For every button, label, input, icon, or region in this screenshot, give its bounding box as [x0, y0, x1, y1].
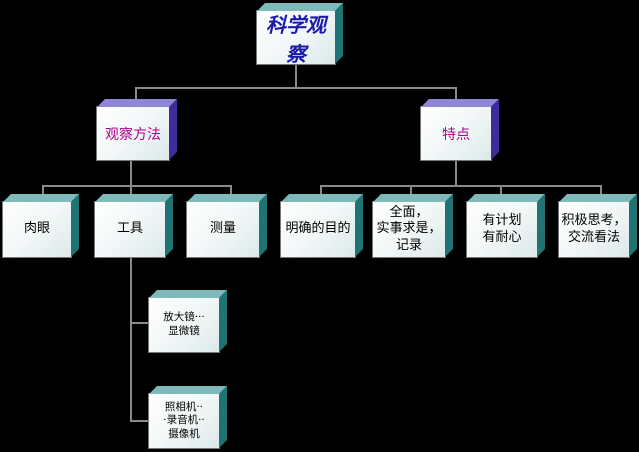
factual-label: 全面， 实事求是， 记录 [376, 205, 442, 253]
tools-node: 工具 [94, 201, 166, 258]
thinking-label: 积极思考， 交流看法 [561, 213, 627, 245]
connector-features-stem [455, 161, 457, 186]
naked-eye-label: 肉眼 [23, 221, 50, 237]
features-label: 特点 [442, 126, 470, 143]
connector-methods-horizontal [42, 185, 232, 187]
methods-node: 观察方法 [96, 106, 170, 161]
measure-node: 测量 [186, 201, 260, 258]
purpose-node: 明确的目的 [280, 201, 356, 258]
connector-root-horizontal [135, 87, 457, 89]
connector-to-optical [130, 322, 148, 324]
connector-features-horizontal [320, 185, 602, 187]
connector-root-stem [295, 65, 297, 88]
connector-to-naked-eye [42, 185, 44, 197]
connector-methods-stem [130, 161, 132, 186]
connector-to-purpose [320, 185, 322, 197]
connector-to-measure [230, 185, 232, 197]
purpose-label: 明确的目的 [285, 221, 351, 237]
connector-to-tools [130, 185, 132, 197]
features-node: 特点 [420, 106, 492, 161]
tools-label: 工具 [116, 221, 143, 237]
methods-label: 观察方法 [105, 126, 161, 143]
connector-to-planned [500, 185, 502, 197]
root-node: 科学观察 [256, 10, 336, 66]
planned-node: 有计划 有耐心 [466, 201, 538, 258]
connector-to-features [455, 87, 457, 101]
planned-label: 有计划 有耐心 [482, 213, 522, 245]
root-label: 科学观察 [266, 12, 326, 66]
optical-tools-label: 放大镜··· 显微镜 [163, 311, 205, 337]
optical-tools-node: 放大镜··· 显微镜 [148, 297, 220, 353]
recording-tools-label: 照相机·· ·录音机·· 摄像机 [163, 400, 205, 440]
recording-tools-node: 照相机·· ·录音机·· 摄像机 [148, 393, 220, 449]
connector-to-recording [130, 420, 148, 422]
factual-node: 全面， 实事求是， 记录 [372, 201, 446, 258]
naked-eye-node: 肉眼 [2, 201, 72, 258]
measure-label: 测量 [209, 221, 236, 237]
connector-to-factual [410, 185, 412, 197]
connector-to-methods [135, 87, 137, 101]
thinking-node: 积极思考， 交流看法 [558, 201, 630, 258]
connector-to-thinking [600, 185, 602, 197]
connector-tools-vertical [130, 258, 132, 422]
